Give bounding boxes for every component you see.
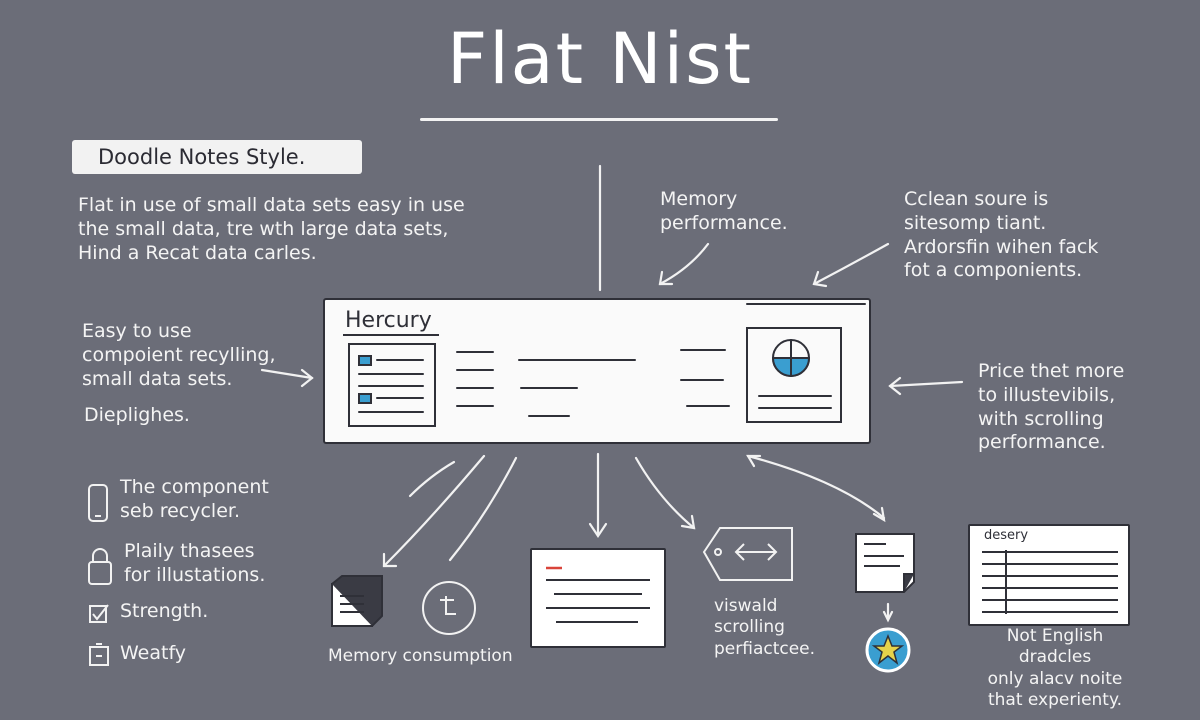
legend-illustrations: Plaily thasees for illustations.	[124, 540, 266, 586]
arrow-head-tablet-up	[748, 456, 760, 466]
clock-icon	[418, 578, 480, 638]
arrow-head-price	[890, 378, 900, 394]
arrow-head-memory-box	[384, 554, 396, 566]
table-card-lines	[970, 526, 1128, 624]
list-bullet-icon	[359, 394, 371, 403]
arrow-head-easy	[302, 370, 312, 386]
tablet-icon	[852, 530, 922, 598]
star-badge-icon	[864, 626, 912, 674]
arrow-head-doc	[590, 524, 606, 536]
legend-strength: Strength.	[120, 600, 209, 622]
intro-note: Flat in use of small data sets easy in u…	[78, 194, 465, 264]
arrow-to-memory-box	[384, 456, 484, 566]
arrow-to-swap-card	[636, 458, 694, 528]
arrow-from-clean-source-note	[814, 244, 888, 284]
arrow-from-memory-note	[660, 244, 708, 284]
table-card-label: desery	[984, 528, 1029, 543]
memory-box-icon	[328, 574, 384, 630]
arrow-to-tablet	[748, 456, 884, 518]
table-card: desery	[968, 524, 1130, 626]
arrow-head-swap	[682, 516, 694, 528]
arrow-head-badge	[884, 612, 892, 620]
panel-image-card	[747, 328, 841, 422]
lock-icon	[86, 546, 114, 588]
arrow-to-clock	[450, 458, 516, 560]
swap-tag-icon	[700, 522, 798, 586]
title-underline	[420, 118, 778, 121]
arrow-from-easy-note	[262, 370, 312, 378]
price-note: Price thet more to illustevibils, with s…	[978, 360, 1125, 454]
diagram-title: Flat Nist	[446, 18, 754, 100]
legend-recycler: The component seb recycler.	[120, 476, 269, 522]
panel-title-underline	[343, 334, 439, 336]
memory-performance-note: Memory performance.	[660, 188, 788, 234]
arrow-head-memory	[660, 272, 672, 284]
dieplighes-note: Dieplighes.	[84, 404, 190, 426]
panel-title: Hercury	[345, 308, 432, 333]
arrow-from-price-note	[890, 382, 962, 386]
viswald-note: viswald scrolling perfiactcee.	[714, 596, 816, 659]
battery-icon	[88, 642, 112, 668]
arrow-head-tablet	[874, 508, 884, 520]
style-badge-label: Doodle Notes Style.	[98, 145, 306, 169]
not-english-note: Not English dradcles only alacv noite th…	[987, 626, 1123, 710]
checkbox-icon	[88, 602, 112, 626]
easy-to-use-note: Easy to use compoient recylling, small d…	[82, 320, 276, 390]
component-panel: Hercury	[323, 298, 871, 444]
panel-list-card	[349, 344, 435, 426]
clean-source-note: Cclean soure is sitesomp tiant. Ardorsfi…	[904, 188, 1099, 282]
document-card	[530, 548, 666, 648]
list-bullet-icon	[359, 356, 371, 365]
legend-weatfy: Weatfy	[120, 642, 187, 664]
style-badge: Doodle Notes Style.	[72, 140, 362, 174]
panel-sketch	[325, 300, 873, 446]
phone-icon	[86, 482, 112, 526]
arrow-head-clean	[814, 272, 826, 286]
document-card-lines	[532, 550, 664, 646]
memory-consumption-label: Memory consumption	[328, 646, 513, 666]
arrow-to-left-1	[410, 462, 454, 496]
